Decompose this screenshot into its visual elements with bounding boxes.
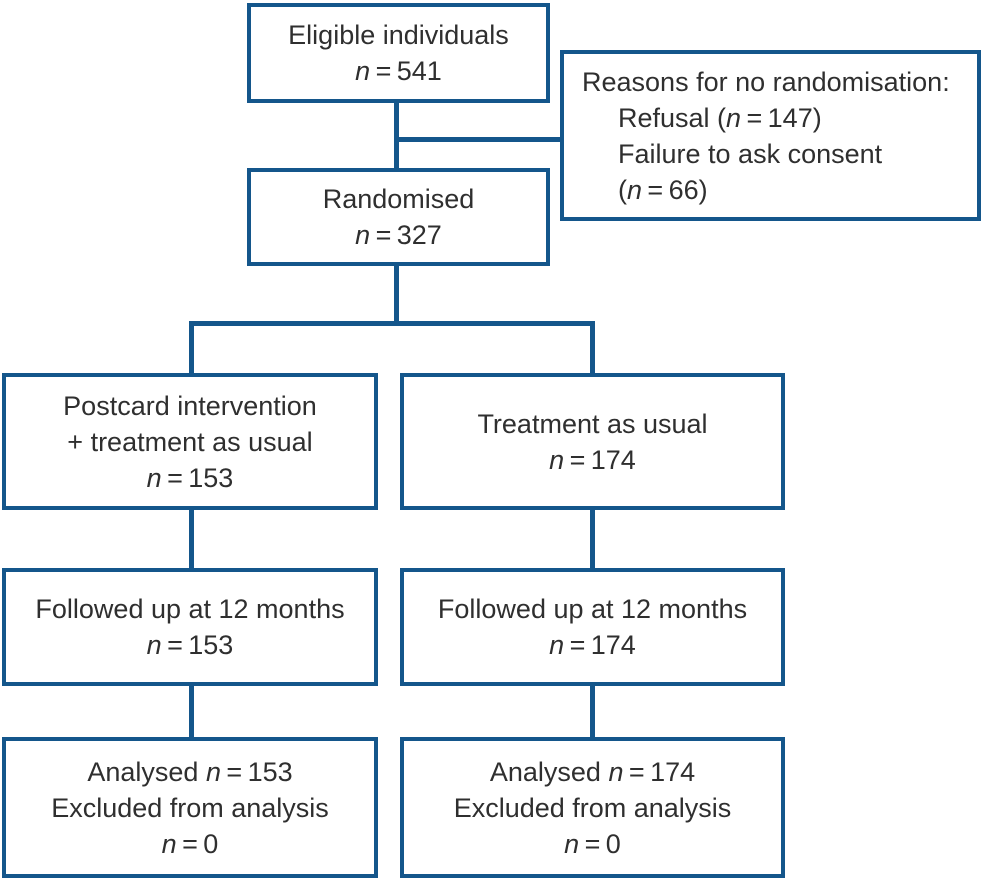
connector-treatment-to-followup	[590, 507, 595, 571]
text-line: + treatment as usual	[67, 426, 313, 457]
text-line: n = 153	[146, 630, 234, 660]
text-line: n = 174	[549, 630, 636, 660]
reasons-no-randomisation-box: Reasons for no randomisation: Refusal (n …	[560, 50, 981, 221]
text-line: (n = 66)	[618, 174, 708, 205]
text-line: Refusal (n = 147)	[618, 102, 822, 133]
connector-split-to-treatment	[590, 321, 595, 377]
connector-split-to-postcard	[189, 321, 194, 377]
connector-followup-to-analysed-left	[189, 683, 194, 740]
connector-to-reasons-box	[394, 137, 564, 142]
randomised-box: Randomised n = 327	[247, 168, 550, 266]
text-line: Analysed n = 174	[489, 756, 696, 787]
text-line: Failure to ask consent	[618, 138, 883, 169]
followup-postcard-box: Followed up at 12 months n = 153	[2, 568, 378, 686]
text-line: Randomised	[322, 184, 475, 214]
text-line: n = 327	[355, 220, 442, 250]
text-line: Treatment as usual	[477, 408, 708, 439]
connector-split-bar	[189, 321, 595, 326]
text-line: n = 0	[564, 828, 621, 859]
text-line: Reasons for no randomisation:	[582, 66, 950, 97]
text-line: Excluded from analysis	[453, 792, 732, 823]
followup-treatment-box: Followed up at 12 months n = 174	[400, 568, 785, 686]
connector-postcard-to-followup	[189, 507, 194, 571]
text-line: Eligible individuals	[288, 20, 509, 50]
treatment-as-usual-box: Treatment as usual n = 174	[400, 373, 785, 510]
text-line: Excluded from analysis	[51, 792, 329, 823]
connector-randomised-to-split	[394, 263, 399, 326]
text-line: Followed up at 12 months	[437, 594, 748, 624]
text-line: Followed up at 12 months	[35, 594, 345, 624]
eligible-individuals-box: Eligible individuals n = 541	[247, 3, 550, 103]
connector-eligible-to-randomised	[394, 100, 399, 170]
text-line: n = 0	[161, 828, 219, 859]
postcard-intervention-box: Postcard intervention + treatment as usua…	[2, 373, 378, 510]
text-line: n = 153	[146, 462, 234, 493]
connector-followup-to-analysed-right	[590, 683, 595, 740]
text-line: n = 174	[549, 444, 636, 475]
text-line: Analysed n = 153	[87, 756, 293, 787]
text-line: n = 541	[355, 56, 442, 86]
text-line: Postcard intervention	[63, 390, 317, 421]
